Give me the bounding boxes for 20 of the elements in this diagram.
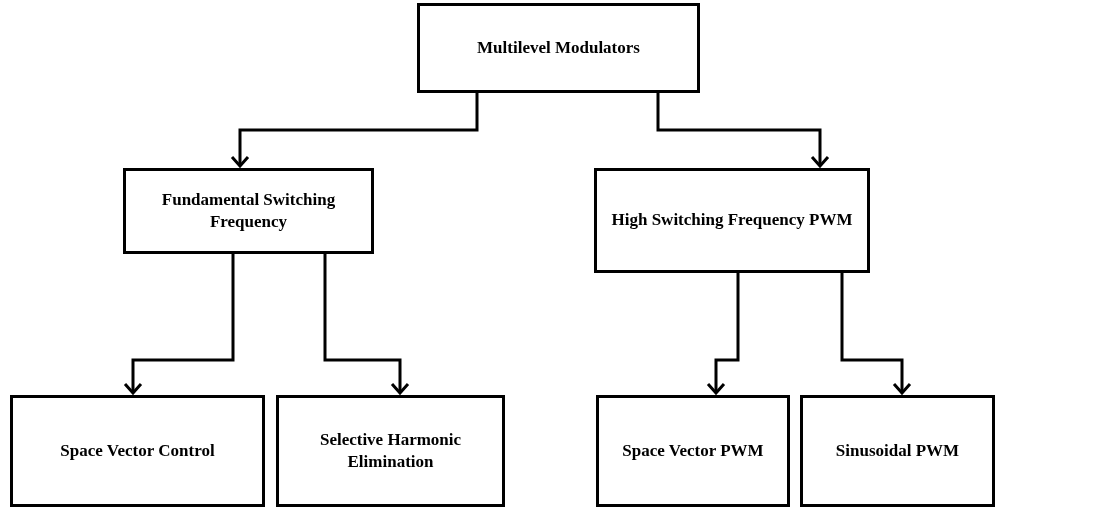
- process-box: [596, 395, 790, 507]
- arrow: [706, 273, 740, 395]
- process-box: [417, 3, 700, 93]
- process-box: [276, 395, 505, 507]
- arrow: [840, 273, 912, 395]
- box-label: Sinusoidal PWM: [835, 439, 960, 462]
- box-label: Selective Harmonic Elimination: [318, 428, 463, 473]
- arrow: [323, 254, 410, 395]
- box-label: Space Vector PWM: [622, 439, 764, 462]
- arrow: [230, 93, 479, 168]
- box-label: Multilevel Modulators: [477, 36, 640, 59]
- process-box: [594, 168, 870, 273]
- box-label: Fundamental Switching Frequency: [160, 188, 337, 233]
- process-box: [800, 395, 995, 507]
- arrow: [123, 254, 235, 395]
- arrow: [656, 93, 830, 168]
- process-box: [10, 395, 265, 507]
- box-label: High Switching Frequency PWM: [611, 209, 853, 232]
- process-box: [123, 168, 374, 254]
- box-label: Space Vector Control: [60, 439, 215, 462]
